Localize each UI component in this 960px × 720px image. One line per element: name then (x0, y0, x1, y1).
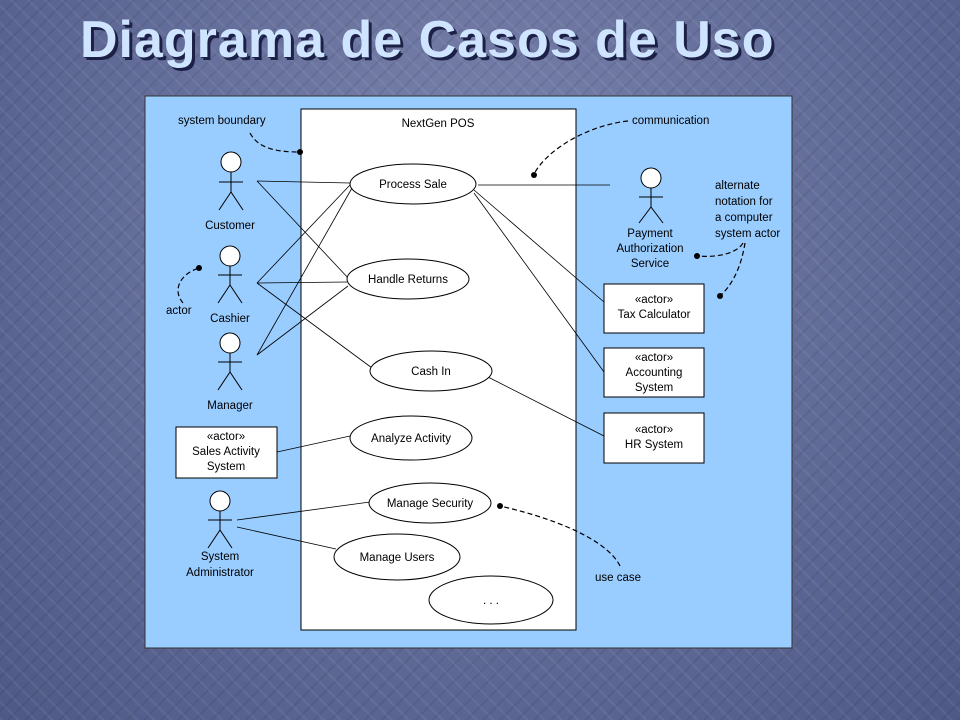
use-case-handle-returns (346, 258, 470, 300)
use-case-more-label: . . . (483, 595, 499, 607)
annotation-use-case: use case (595, 572, 641, 584)
use-case-manage-security-label: Manage Security (387, 498, 474, 510)
annotation-dots (196, 149, 723, 509)
annotation-alternate-1: alternate (715, 180, 760, 192)
accounting-stereotype: «actor» (635, 352, 673, 364)
actor-cashier-label: Cashier (210, 313, 250, 325)
use-case-cash-in-label: Cash In (411, 366, 451, 378)
use-case-cash-in (369, 350, 493, 392)
use-case-analyze-activity (349, 415, 473, 461)
pointer-actor (177, 267, 200, 304)
assoc-admin-manage-users (236, 526, 337, 550)
pointer-alternate-1 (697, 242, 744, 257)
use-cases (333, 163, 554, 625)
assoc-cashier-handle-returns (256, 281, 348, 284)
hr-label: HR System (625, 439, 683, 451)
actor-box-sales-activity (175, 426, 278, 479)
assoc-cash-in-hr (487, 376, 605, 437)
customer-figure (218, 151, 244, 211)
actor-payment-label-2: Authorization (616, 243, 683, 255)
assoc-customer-process-sale (256, 180, 351, 184)
use-case-analyze-activity-label: Analyze Activity (371, 433, 451, 445)
cashier-figure (217, 245, 243, 304)
assoc-manager-handle-returns (256, 285, 349, 356)
sales-activity-label-2: System (207, 461, 245, 473)
actor-box-hr (603, 412, 705, 464)
slide-title: Diagrama de Casos de Uso (80, 11, 775, 69)
sales-activity-label-1: Sales Activity (192, 446, 260, 458)
pointer-system-boundary (249, 132, 301, 153)
assoc-cashier-cash-in (256, 282, 373, 369)
use-case-manage-users (333, 533, 461, 581)
assoc-manager-process-sale (256, 187, 353, 356)
tax-label: Tax Calculator (618, 309, 691, 321)
accounting-label-1: Accounting (626, 367, 683, 379)
pointer-communication (533, 120, 629, 175)
actor-box-accounting (603, 347, 705, 398)
assoc-sales-activity-analyze (276, 435, 351, 453)
hr-stereotype: «actor» (635, 424, 673, 436)
manager-figure (217, 332, 243, 391)
use-case-handle-returns-label: Handle Returns (368, 274, 448, 286)
annotation-alternate-2: notation for (715, 196, 773, 208)
assoc-customer-handle-returns (256, 180, 351, 281)
tax-stereotype: «actor» (635, 294, 673, 306)
sales-activity-stereotype: «actor» (207, 431, 245, 443)
actor-box-tax-calculator (603, 283, 705, 334)
annotation-actor: actor (166, 305, 192, 317)
annotation-pointers (177, 120, 746, 567)
actor-sysadmin-label-1: System (201, 551, 239, 563)
assoc-admin-manage-security (236, 501, 371, 521)
use-case-process-sale-label: Process Sale (379, 179, 447, 191)
sysadmin-figure (207, 490, 233, 549)
use-case-process-sale (349, 163, 477, 205)
accounting-label-2: System (635, 382, 673, 394)
pointer-alternate-2 (720, 242, 746, 296)
system-name: NextGen POS (402, 118, 475, 130)
assoc-process-sale-tax (473, 189, 605, 303)
use-case-more (428, 575, 554, 625)
assoc-process-sale-accounting (473, 192, 605, 373)
use-case-manage-users-label: Manage Users (360, 552, 435, 564)
annotation-alternate-3: a computer (715, 212, 773, 224)
actor-manager-label: Manager (207, 400, 253, 412)
associations (236, 180, 610, 550)
use-case-manage-security (368, 482, 492, 524)
actor-figures (207, 151, 664, 549)
assoc-cashier-process-sale (256, 184, 351, 284)
actor-customer-label: Customer (205, 220, 255, 232)
actor-boxes (175, 283, 705, 479)
annotation-alternate-4: system actor (715, 228, 780, 240)
annotation-communication: communication (632, 115, 709, 127)
actor-payment-label-3: Service (631, 258, 669, 270)
pointer-use-case (499, 505, 621, 567)
annotation-system-boundary: system boundary (178, 115, 266, 127)
actor-sysadmin-label-2: Administrator (186, 567, 254, 579)
actor-payment-label-1: Payment (627, 228, 673, 240)
payment-figure (638, 167, 664, 224)
